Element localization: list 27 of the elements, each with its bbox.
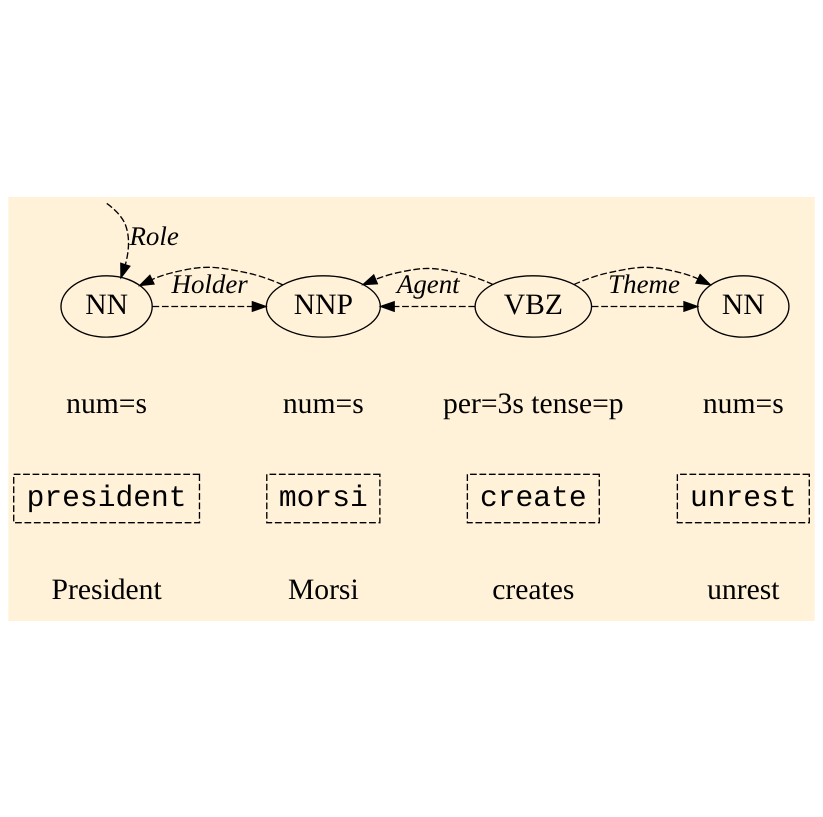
node-box: president: [13, 473, 200, 523]
node-label: num=s: [282, 388, 364, 420]
arrow: [152, 300, 268, 312]
node-ellipse: NN: [60, 274, 153, 338]
edge-label: Agent: [396, 268, 460, 299]
arrow: [378, 300, 475, 312]
edge-label: Theme: [608, 268, 680, 299]
arrow: [106, 202, 131, 279]
node-label: per=3s tense=p: [443, 388, 624, 420]
node-box: create: [466, 473, 600, 523]
arrow: [574, 266, 712, 286]
edge-label: Role: [129, 220, 179, 251]
label: creates: [492, 573, 574, 606]
arrow: [361, 267, 494, 285]
node-box: unrest: [676, 473, 810, 523]
node-ellipse: NN: [697, 274, 790, 338]
node-ellipse: NNP: [266, 274, 381, 338]
arrow: [592, 300, 700, 312]
node-label: num=s: [66, 388, 148, 420]
arrow: [138, 266, 284, 286]
label: Morsi: [288, 573, 359, 606]
node-box: morsi: [266, 473, 381, 523]
label: President: [51, 573, 162, 606]
node-ellipse: VBZ: [474, 274, 592, 338]
node-label: num=s: [702, 388, 784, 420]
label: unrest: [707, 573, 780, 606]
edge-label: Holder: [172, 268, 248, 299]
